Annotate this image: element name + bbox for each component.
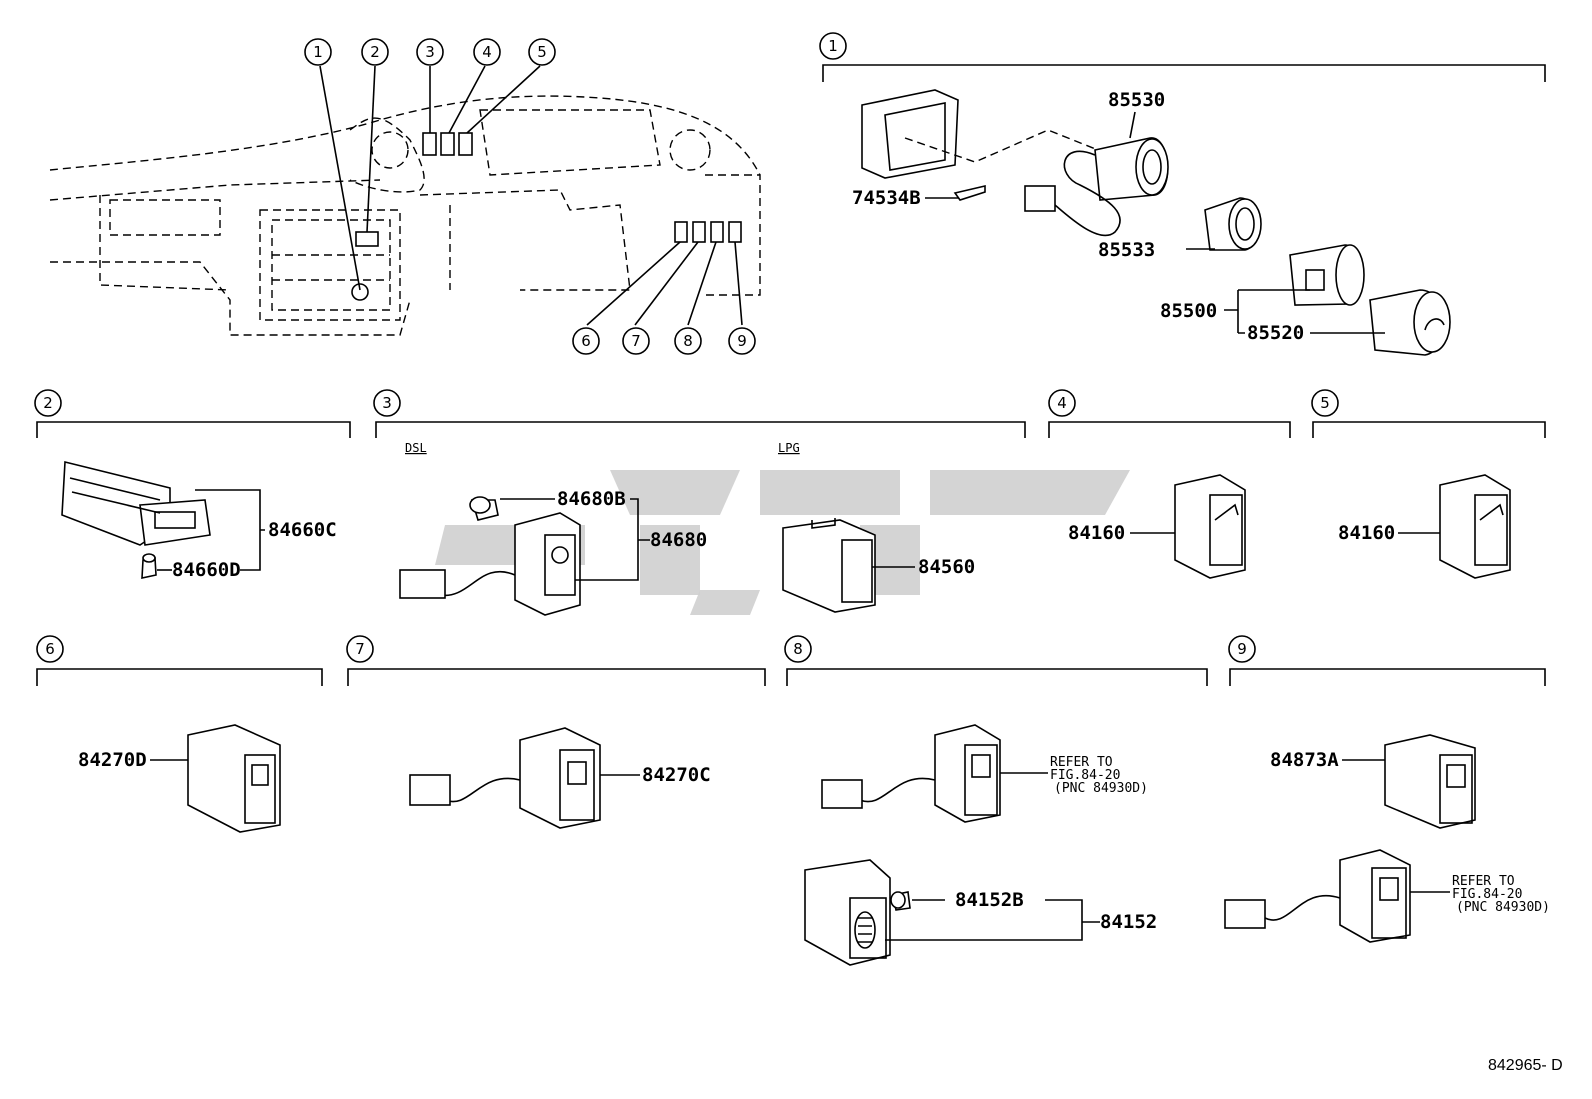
part-number-85530: 85530 — [1108, 89, 1165, 111]
group-number: 8 — [793, 640, 803, 658]
callout-label: 9 — [737, 332, 747, 350]
group-number: 4 — [1057, 394, 1067, 412]
group-1: 1 — [819, 32, 1546, 356]
part-number-84160: 84160 — [1338, 522, 1395, 544]
part-number-84680B: 84680B — [557, 488, 626, 510]
lighter-assy-85500[interactable] — [1289, 244, 1365, 306]
part-number-84660C: 84660C — [268, 519, 337, 541]
bulb-84680B[interactable] — [469, 496, 499, 521]
group-number: 7 — [355, 640, 365, 658]
part-number-85533: 85533 — [1098, 239, 1155, 261]
callout-6[interactable]: 6 — [572, 327, 600, 355]
callout-label: 2 — [370, 43, 380, 61]
group-number: 3 — [382, 394, 392, 412]
callout-7[interactable]: 7 — [622, 327, 650, 355]
callout-4[interactable]: 4 — [473, 38, 501, 66]
reference-note-line-2: FIG.84-20 — [1050, 768, 1120, 783]
switch-84930D-ref-a[interactable] — [821, 724, 1001, 823]
variant-label-dsl: DSL — [405, 441, 427, 455]
switch-84160-a[interactable] — [1174, 474, 1246, 579]
callout-8[interactable]: 8 — [674, 327, 702, 355]
group-2: 2 84660C 84660D — [34, 389, 351, 581]
group-number: 2 — [43, 394, 53, 412]
switch-84660C[interactable] — [61, 460, 211, 546]
callout-label: 3 — [425, 43, 435, 61]
part-number-84160: 84160 — [1068, 522, 1125, 544]
part-number-74534B: 74534B — [852, 187, 921, 209]
callout-label: 7 — [631, 332, 641, 350]
part-number-84270C: 84270C — [642, 764, 711, 786]
part-number-84270D: 84270D — [78, 749, 147, 771]
socket-85530[interactable] — [1024, 137, 1169, 237]
callout-label: 4 — [482, 43, 492, 61]
reference-note-line-3: (PNC 84930D) — [1054, 781, 1148, 796]
group-7: 7 84270C — [346, 635, 766, 829]
dashboard-overview — [49, 65, 761, 336]
figure-code: 842965- D — [1488, 1057, 1563, 1074]
callout-label: 6 — [581, 332, 591, 350]
bulb-84660D[interactable] — [141, 553, 157, 580]
part-number-84680: 84680 — [650, 529, 707, 551]
switch-84680[interactable] — [399, 512, 581, 616]
callout-2[interactable]: 2 — [361, 38, 389, 66]
part-number-84873A: 84873A — [1270, 749, 1339, 771]
reference-note-line-1: REFER TO — [1452, 874, 1515, 889]
group-number: 9 — [1237, 640, 1247, 658]
group-number: 1 — [828, 37, 838, 55]
switch-84930D-ref-b[interactable] — [1224, 849, 1411, 943]
group-number: 5 — [1320, 394, 1330, 412]
callout-1[interactable]: 1 — [304, 38, 332, 66]
bulb-84152B[interactable] — [890, 891, 911, 911]
group-6: 6 84270D — [36, 635, 323, 833]
switch-84270D[interactable] — [187, 724, 281, 833]
callout-label: 1 — [313, 43, 323, 61]
knob-85520[interactable] — [1369, 289, 1451, 356]
rheostat-84152[interactable] — [804, 859, 891, 966]
switch-84873A[interactable] — [1384, 734, 1476, 829]
callout-label: 5 — [537, 43, 547, 61]
retainer-85533[interactable] — [1204, 197, 1262, 251]
group-4: 4 84160 — [1048, 389, 1291, 579]
part-number-85500: 85500 — [1160, 300, 1217, 322]
switch-84560[interactable] — [782, 518, 876, 613]
group-number: 6 — [45, 640, 55, 658]
callout-9[interactable]: 9 — [728, 327, 756, 355]
group-9: 9 84873A REFER TO FIG.84-20 (PNC 84930D) — [1224, 635, 1550, 943]
switch-84160-b[interactable] — [1439, 474, 1511, 579]
part-number-84660D: 84660D — [172, 559, 241, 581]
variant-label-lpg: LPG — [778, 441, 800, 455]
bezel-74534B[interactable] — [861, 89, 986, 201]
reference-note-line-3: (PNC 84930D) — [1456, 900, 1550, 915]
reference-note-line-2: FIG.84-20 — [1452, 887, 1522, 902]
group-5: 5 84160 — [1311, 389, 1546, 579]
part-number-84560: 84560 — [918, 556, 975, 578]
reference-note-line-1: REFER TO — [1050, 755, 1113, 770]
callout-5[interactable]: 5 — [528, 38, 556, 66]
group-3: 3 DSL LPG 84680B 84680 84560 — [373, 389, 1026, 616]
part-number-85520: 85520 — [1247, 322, 1304, 344]
part-number-84152: 84152 — [1100, 911, 1157, 933]
part-number-84152B: 84152B — [955, 889, 1024, 911]
callout-3[interactable]: 3 — [416, 38, 444, 66]
group-8: 8 REFER TO FIG.84-20 (PNC 84930D) 84152B… — [784, 635, 1208, 966]
switch-84270C[interactable] — [409, 727, 601, 829]
callout-label: 8 — [683, 332, 693, 350]
